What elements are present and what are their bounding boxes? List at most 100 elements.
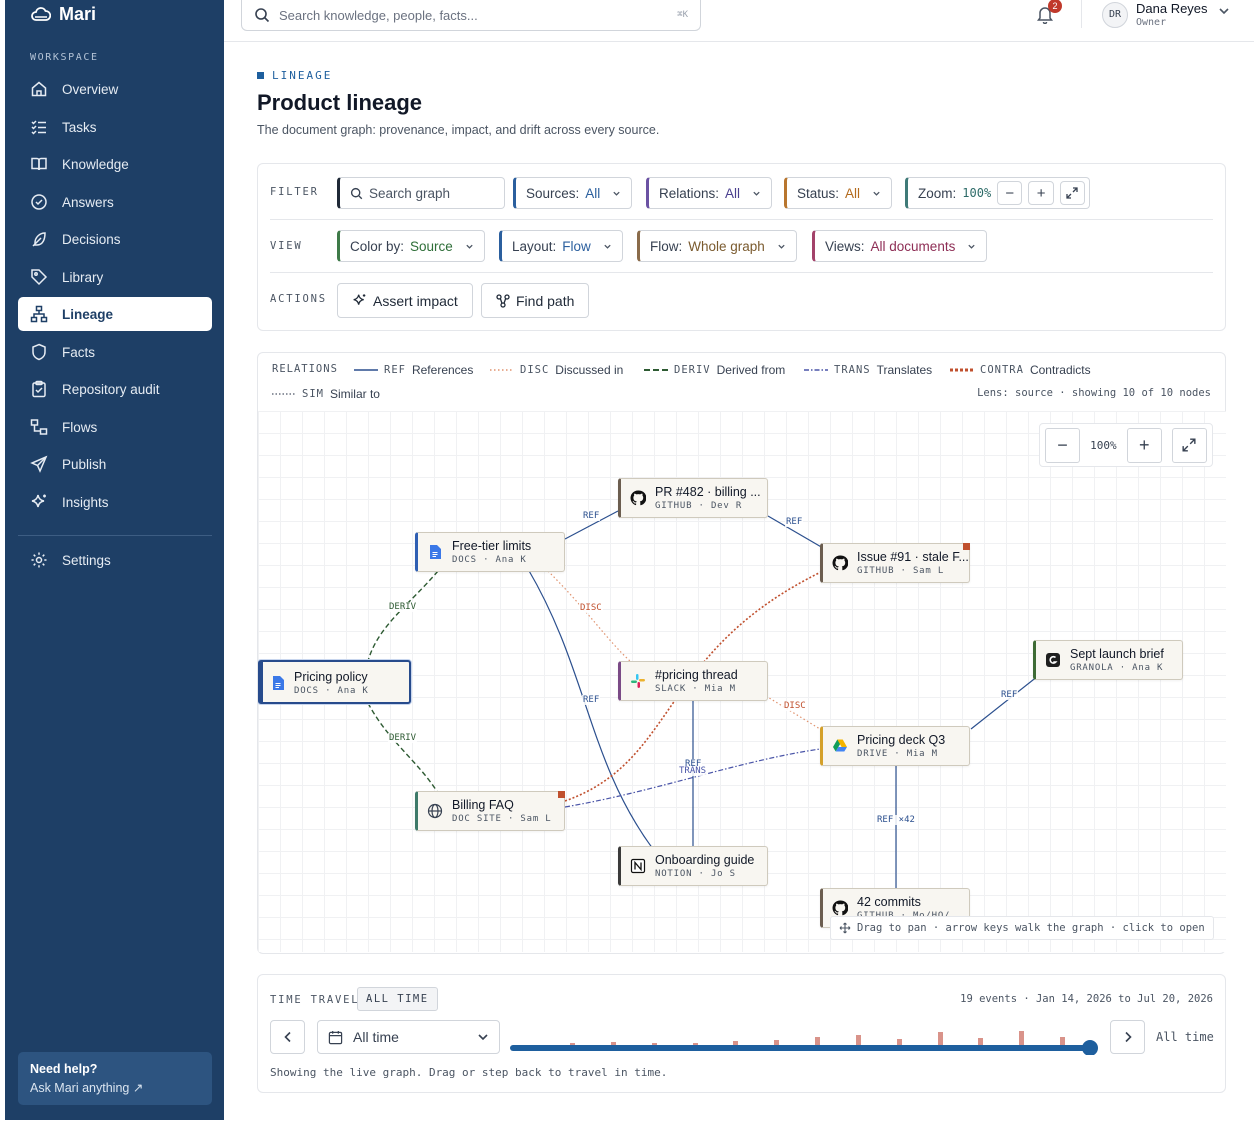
graph-node[interactable]: Pricing deck Q3 DRIVE · Mia M [820,726,970,766]
graph-node-selected[interactable]: Pricing policy DOCS · Ana K [258,660,411,704]
sidebar-item-settings[interactable]: Settings [18,543,212,577]
node-subtitle: DOCS · Ana K [452,555,527,565]
sidebar-item-decisions[interactable]: Decisions [18,222,212,256]
legend-item-ref[interactable]: REF References [354,363,473,377]
graph-node[interactable]: Issue #91 · stale F... GITHUB · Sam L [820,543,970,583]
graph-fullscreen-button[interactable] [1171,427,1207,463]
layout-dropdown[interactable]: Layout:Flow [499,230,623,262]
chevron-down-icon [478,1034,488,1041]
timeline-event-bar [733,1041,738,1045]
graph-node[interactable]: Billing FAQ DOC SITE · Sam L [415,791,565,831]
node-title: Free-tier limits [452,539,532,553]
sidebar-item-label: Knowledge [62,156,129,172]
graph-node[interactable]: PR #482 · billing ... GITHUB · Dev R [618,478,768,518]
flow-dropdown[interactable]: Flow:Whole graph [637,230,797,262]
sidebar-item-library[interactable]: Library [18,260,212,294]
step-back-button[interactable] [270,1020,305,1054]
legend-item-trans[interactable]: TRANS Translates [804,363,932,377]
sidebar-item-flows[interactable]: Flows [18,410,212,444]
edge-deriv[interactable] [367,702,439,794]
time-range-select[interactable]: All time [317,1020,500,1054]
sidebar-item-repository-audit[interactable]: Repository audit [18,372,212,406]
graph-zoom-in-button[interactable]: + [1126,427,1162,463]
book-icon [31,157,47,171]
status-label: Status: [797,185,840,201]
edge-disc[interactable] [765,695,821,730]
search-graph-input[interactable]: Search graph [337,177,505,209]
edge-label-ref: REF [1000,690,1019,700]
relations-legend-title: RELATIONS [272,363,338,375]
node-title: PR #482 · billing ... [655,485,761,499]
zoom-in-button[interactable]: + [1028,181,1054,205]
find-path-button[interactable]: Find path [481,283,590,318]
sidebar-item-overview[interactable]: Overview [18,72,212,106]
dashdot-line-swatch [804,369,828,371]
graph-node[interactable]: Free-tier limits DOCS · Ana K [415,532,565,572]
relations-label: Relations: [659,185,720,201]
gear-icon [31,552,47,568]
edge-contra[interactable] [564,570,824,802]
github-icon [630,490,646,506]
graph-node[interactable]: Sept launch brief GRANOLA · Ana K [1033,640,1183,680]
help-card[interactable]: Need help? Ask Mari anything ↗ [18,1052,212,1105]
sidebar-item-insights[interactable]: Insights [18,485,212,519]
assert-impact-button[interactable]: Assert impact [337,283,473,318]
timeline-event-bar [611,1042,616,1045]
edge-ref[interactable] [767,515,824,549]
edge-label-disc: DISC [579,603,603,613]
drive-icon [833,739,847,752]
step-forward-button[interactable] [1110,1020,1145,1054]
node-subtitle: NOTION · Jo S [655,869,736,879]
legend-code: REF [384,364,406,376]
timeline-slider[interactable] [510,1025,1100,1055]
views-dropdown[interactable]: Views:All documents [812,230,988,262]
sidebar-item-answers[interactable]: Answers [18,185,212,219]
sidebar-item-facts[interactable]: Facts [18,335,212,369]
help-subtitle[interactable]: Ask Mari anything ↗ [30,1081,144,1095]
user-name[interactable]: Dana Reyes [1136,1,1208,16]
edge-ref[interactable] [970,675,1039,730]
flow-icon [30,419,48,435]
sidebar-item-knowledge[interactable]: Knowledge [18,147,212,181]
legend-item-contra[interactable]: CONTRA Contradicts [950,363,1091,377]
notion-icon [630,858,646,874]
avatar[interactable]: DR [1102,2,1128,28]
edge-ref[interactable] [564,510,619,540]
search-shortcut: ⌘K [677,10,688,20]
graph-zoom-out-button[interactable]: − [1045,427,1080,463]
relations-dropdown[interactable]: Relations:All [646,177,773,209]
sidebar-item-publish[interactable]: Publish [18,447,212,481]
edge-deriv[interactable] [367,570,439,662]
node-subtitle: SLACK · Mia M [655,684,736,694]
edge-ref[interactable] [527,568,654,850]
node-subtitle: GITHUB · Dev R [655,501,743,511]
edge-disc[interactable] [547,570,631,662]
status-dropdown[interactable]: Status:All [784,177,893,209]
chevron-down-icon [613,191,620,196]
zoom-out-button[interactable]: − [997,181,1023,205]
legend-item-deriv[interactable]: DERIV Derived from [644,363,785,377]
color-by-dropdown[interactable]: Color by:Source [337,230,485,262]
sidebar-item-lineage[interactable]: Lineage [18,297,212,331]
edge-label-ref: REF [684,759,703,769]
graph-node[interactable]: #pricing thread SLACK · Mia M [618,661,768,701]
node-subtitle: DRIVE · Mia M [857,749,938,759]
timeline-track[interactable] [510,1045,1090,1051]
page-subtitle: The document graph: provenance, impact, … [257,123,660,137]
timeline-handle[interactable] [1082,1040,1098,1055]
sources-dropdown[interactable]: Sources:All [513,177,633,209]
graph-canvas[interactable]: REF REF DERIV DISC REF DISC DERIV REF RE… [258,411,1226,952]
edge-trans[interactable] [564,748,821,808]
all-time-badge[interactable]: ALL TIME [357,987,438,1011]
graph-node[interactable]: Onboarding guide NOTION · Jo S [618,846,768,886]
notifications-button[interactable]: 2 [1036,0,1062,26]
edge-label-deriv: DERIV [388,733,418,743]
global-search-input[interactable]: Search knowledge, people, facts... ⌘K [241,0,701,31]
chevron-down-icon[interactable] [1218,6,1230,16]
legend-item-disc[interactable]: DISC Discussed in [490,363,623,377]
legend-item-sim[interactable]: SIM Similar to [272,387,380,401]
send-icon [30,455,48,473]
fit-screen-button[interactable] [1059,181,1086,205]
sidebar-item-tasks[interactable]: Tasks [18,110,212,144]
brand[interactable]: Mari [31,4,96,25]
